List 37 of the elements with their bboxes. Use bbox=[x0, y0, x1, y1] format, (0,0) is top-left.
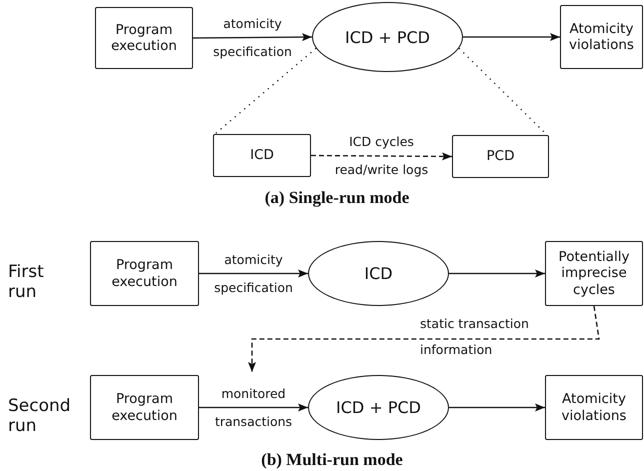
process-box bbox=[545, 241, 643, 306]
process-box bbox=[90, 375, 199, 440]
caption: (a) Single-run mode bbox=[264, 188, 410, 208]
node-label: ICD + PCD bbox=[336, 398, 421, 417]
process-box bbox=[545, 375, 643, 440]
node-label: ICD bbox=[364, 264, 393, 283]
arrow bbox=[449, 270, 545, 278]
dashed-arrow bbox=[248, 306, 600, 372]
edge-label: static transaction information bbox=[420, 315, 530, 359]
process-box bbox=[90, 241, 199, 306]
row-label: First run bbox=[8, 262, 45, 303]
node-label: Program execution bbox=[110, 391, 178, 424]
edge-label: monitored transactions bbox=[214, 384, 294, 430]
node-label: ICD + PCD bbox=[345, 28, 430, 46]
process-box bbox=[95, 7, 193, 69]
node-label: ICD bbox=[250, 147, 274, 164]
node-label: PCD bbox=[486, 148, 514, 165]
arrow bbox=[463, 33, 560, 41]
node-label: Potentially imprecise cycles bbox=[558, 249, 630, 298]
dashed-arrow bbox=[311, 152, 452, 160]
arrow bbox=[193, 33, 312, 42]
dotted-line bbox=[214, 48, 316, 134]
node-label: Program execution bbox=[110, 22, 178, 54]
node-label: Atomicity violations bbox=[568, 20, 635, 54]
edge-label: atomicity specification bbox=[213, 250, 294, 297]
process-box bbox=[452, 135, 549, 178]
edge-label: atomicity specification bbox=[212, 15, 293, 61]
node-label: Program execution bbox=[110, 257, 178, 290]
arrow bbox=[199, 404, 308, 412]
node-label: Atomicity violations bbox=[560, 391, 628, 424]
process-box bbox=[213, 134, 311, 177]
arrow bbox=[449, 404, 545, 412]
row-label: Second run bbox=[8, 396, 72, 437]
edge-label: ICD cycles read/write logs bbox=[334, 132, 430, 179]
process-box bbox=[560, 5, 643, 69]
caption: (b) Multi-run mode bbox=[260, 450, 404, 470]
arrow bbox=[199, 270, 308, 278]
